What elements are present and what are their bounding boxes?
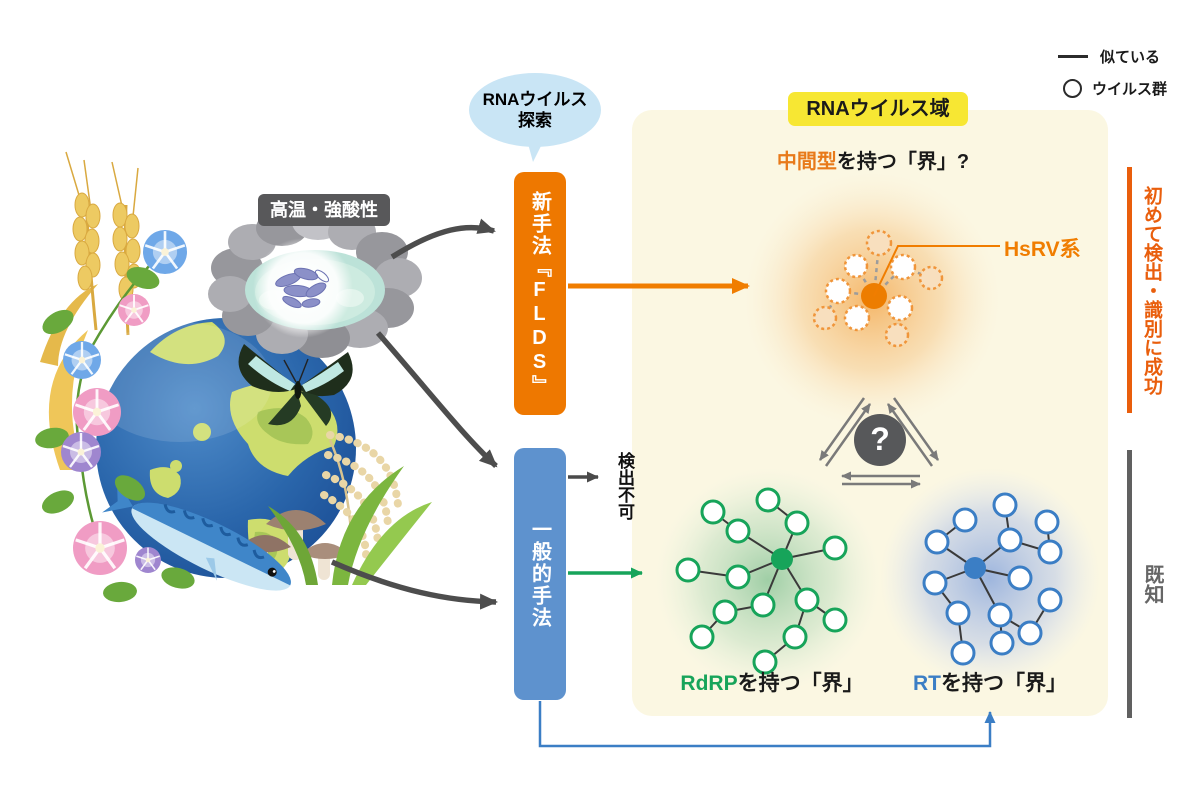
first-success-note: 初めて検出・識別に成功: [1141, 185, 1162, 395]
panel-title-badge: RNAウイルス域: [788, 92, 968, 126]
nature-illustration: [33, 151, 432, 604]
question-arrows: [818, 397, 940, 489]
heading-highlight: 中間型: [776, 151, 837, 173]
rdrp-highlight: RdRP: [680, 672, 738, 695]
hsrv-cluster-label: HsRV系: [1004, 238, 1081, 261]
rt-kingdom-label: RTを持つ「界」: [870, 667, 1110, 697]
legend: 似ている ウイルス群: [1058, 44, 1198, 108]
fish: [102, 479, 291, 591]
rdrp-kingdom-label: RdRPを持つ「界」: [652, 667, 892, 697]
hot-spring: [208, 204, 422, 358]
hsrv-leader-line: [873, 245, 1000, 297]
similar-line-icon: [1058, 54, 1088, 58]
heading-rest: を持つ「界」?: [836, 151, 970, 173]
bubble-line2: 探索: [518, 111, 552, 130]
general-method-button: 一般的手法: [514, 448, 566, 700]
butterfly: [238, 344, 353, 426]
arrow-spring-to-flds: [390, 218, 496, 260]
new-method-flds-button: 新手法『FLDS』: [514, 172, 566, 415]
bubble-line1: RNAウイルス: [482, 89, 588, 109]
network-rdrp: [675, 487, 848, 675]
virus-group-circle-icon: [1063, 78, 1082, 98]
rt-rest: を持つ「界」: [941, 672, 1067, 695]
rt-glow: [880, 468, 1100, 688]
arrow-nature-to-general: [330, 559, 498, 610]
legend-similar-label: 似ている: [1100, 48, 1161, 66]
first-success-bar: [1127, 167, 1132, 413]
flow-arrows: [330, 218, 996, 748]
new-method-label: 新手法『FLDS』: [528, 190, 551, 397]
intermediate-kingdom-heading: 中間型を持つ「界」?: [698, 145, 1048, 174]
arrow-general-to-rt: [538, 701, 996, 748]
legend-virus-group: ウイルス群: [1058, 76, 1198, 100]
general-method-label: 一般的手法: [528, 519, 551, 629]
legend-similar: 似ている: [1058, 44, 1198, 68]
grass: [268, 466, 432, 585]
rna-search-bubble: RNAウイルス 探索: [469, 73, 601, 147]
legend-virus-group-label: ウイルス群: [1092, 80, 1168, 98]
network-rt: [922, 492, 1063, 666]
microbes: [275, 267, 330, 309]
known-bar: [1127, 450, 1132, 718]
arrow-spring-to-general: [375, 331, 498, 469]
question-circle: ?: [854, 414, 906, 466]
known-note: 既知: [1141, 564, 1163, 604]
rt-highlight: RT: [913, 672, 941, 695]
not-detectable-label: 検出不可: [615, 452, 634, 520]
rdrp-rest: を持つ「界」: [737, 672, 864, 695]
hot-spring-condition-label: 高温・強酸性: [258, 194, 390, 226]
